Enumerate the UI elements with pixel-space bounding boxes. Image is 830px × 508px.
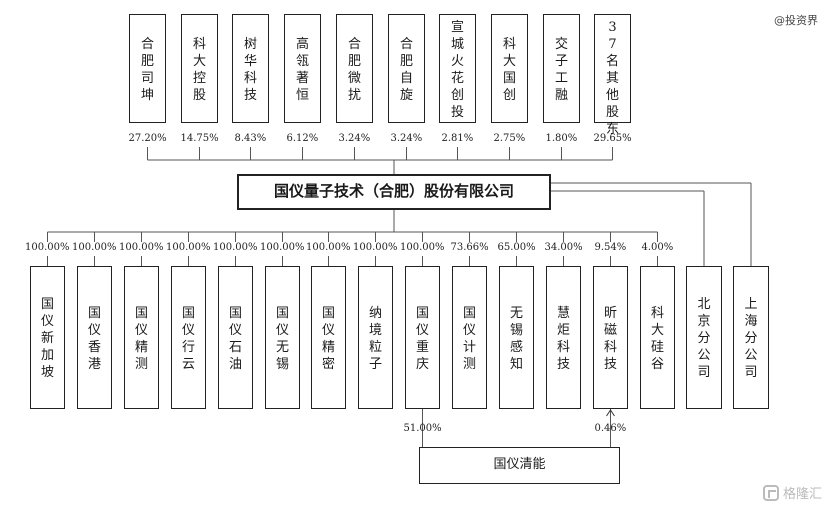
subsidiary-box: 国 仪 香 港 <box>77 266 112 409</box>
shareholder-percent: 8.43% <box>234 133 267 144</box>
shareholder-box: 高 瓴 著 恒 <box>284 14 321 123</box>
subsidiary-box: 国 仪 石 油 <box>218 266 253 409</box>
subsidiary-percent: 100.00% <box>25 242 70 253</box>
subsidiary-box: 慧 炬 科 技 <box>546 266 581 409</box>
shareholder-percent: 2.75% <box>493 133 526 144</box>
bottom-link-percent: 0.46% <box>594 423 627 434</box>
subsidiary-box: 昕 磁 科 技 <box>593 266 628 409</box>
subsidiary-name: 昕 磁 科 技 <box>603 305 617 372</box>
shareholder-box: 宣 城 火 花 创 投 <box>439 14 476 123</box>
shareholder-box: 科 大 控 股 <box>181 14 218 123</box>
branch-name: 上 海 分 公 司 <box>744 297 758 380</box>
subsidiary-name: 国 仪 新 加 坡 <box>40 297 54 380</box>
subsidiary-percent: 100.00% <box>72 242 117 253</box>
shareholder-percent: 2.81% <box>441 133 474 144</box>
subsidiary-percent: 100.00% <box>306 242 351 253</box>
subsidiary-box: 纳 境 粒 子 <box>358 266 393 409</box>
subsidiary-name: 国 仪 行 云 <box>181 305 195 372</box>
subsidiary-percent: 100.00% <box>400 242 445 253</box>
subsidiary-name: 慧 炬 科 技 <box>556 305 570 372</box>
bottom-link-percent: 51.00% <box>403 423 442 434</box>
shareholder-percent: 3.24% <box>338 133 371 144</box>
shareholder-box: 合 肥 微 扰 <box>336 14 373 123</box>
branch-box: 上 海 分 公 司 <box>733 266 769 409</box>
subsidiary-box: 国 仪 重 庆 <box>405 266 440 409</box>
shareholder-box: 科 大 国 创 <box>491 14 528 123</box>
subsidiary-name: 国 仪 香 港 <box>87 305 101 372</box>
subsidiary-box: 国 仪 行 云 <box>171 266 206 409</box>
shareholder-name: 交 子 工 融 <box>554 36 568 103</box>
shareholder-box: 树 华 科 技 <box>232 14 269 123</box>
subsidiary-name: 国 仪 无 锡 <box>275 305 289 372</box>
watermark-bottom-text: 格隆汇 <box>782 487 822 502</box>
subsidiary-percent: 100.00% <box>353 242 398 253</box>
shareholder-percent: 27.20% <box>128 133 167 144</box>
shareholder-name: 合 肥 自 旋 <box>399 36 413 103</box>
subsidiary-name: 科 大 硅 谷 <box>650 305 664 372</box>
branch-name: 北 京 分 公 司 <box>697 297 711 380</box>
shareholder-name: 树 华 科 技 <box>243 36 257 103</box>
watermark-logo-icon <box>762 484 779 501</box>
subsidiary-percent: 34.00% <box>544 242 583 253</box>
shareholder-box: 交 子 工 融 <box>543 14 580 123</box>
company-name: 国仪量子技术（合肥）股份有限公司 <box>273 182 514 200</box>
subsidiary-name: 国 仪 计 测 <box>462 305 476 372</box>
shareholder-name: 3 7 名 其 他 股 东 <box>605 20 619 137</box>
watermark-bottom: 格隆汇 <box>762 483 822 502</box>
subsidiary-box: 国 仪 精 测 <box>124 266 159 409</box>
bottom-entity-box: 国仪清能 <box>419 447 620 484</box>
subsidiary-name: 国 仪 重 庆 <box>415 305 429 372</box>
shareholder-name: 合 肥 微 扰 <box>347 36 361 103</box>
branch-box: 北 京 分 公 司 <box>686 266 722 409</box>
subsidiary-percent: 65.00% <box>497 242 536 253</box>
subsidiary-percent: 100.00% <box>260 242 305 253</box>
subsidiary-name: 国 仪 精 密 <box>321 305 335 372</box>
subsidiary-percent: 100.00% <box>166 242 211 253</box>
shareholder-percent: 14.75% <box>180 133 219 144</box>
shareholder-percent: 1.80% <box>545 133 578 144</box>
subsidiary-percent: 4.00% <box>641 242 674 253</box>
shareholder-percent: 3.24% <box>390 133 423 144</box>
shareholder-name: 科 大 国 创 <box>502 36 516 103</box>
shareholder-box: 合 肥 自 旋 <box>388 14 425 123</box>
subsidiary-name: 国 仪 精 测 <box>134 305 148 372</box>
subsidiary-name: 纳 境 粒 子 <box>368 305 382 372</box>
shareholder-name: 科 大 控 股 <box>192 36 206 103</box>
subsidiary-box: 无 锡 感 知 <box>499 266 534 409</box>
shareholder-percent: 6.12% <box>286 133 319 144</box>
subsidiary-box: 国 仪 精 密 <box>311 266 346 409</box>
subsidiary-percent: 73.66% <box>450 242 489 253</box>
subsidiary-name: 国 仪 石 油 <box>228 305 242 372</box>
shareholder-box: 3 7 名 其 他 股 东 <box>594 14 631 137</box>
arrow-up-icon <box>606 409 615 417</box>
shareholder-name: 高 瓴 著 恒 <box>295 36 309 103</box>
watermark-top: @投资界 <box>774 14 818 27</box>
subsidiary-percent: 100.00% <box>213 242 258 253</box>
shareholder-box: 合 肥 司 坤 <box>129 14 166 123</box>
subsidiary-name: 无 锡 感 知 <box>509 305 523 372</box>
shareholder-percent: 29.65% <box>593 133 632 144</box>
shareholder-name: 合 肥 司 坤 <box>140 36 154 103</box>
bottom-entity-name: 国仪清能 <box>493 457 546 472</box>
subsidiary-box: 科 大 硅 谷 <box>640 266 675 409</box>
subsidiary-box: 国 仪 无 锡 <box>265 266 300 409</box>
shareholder-name: 宣 城 火 花 创 投 <box>450 20 464 120</box>
company-box: 国仪量子技术（合肥）股份有限公司 <box>237 174 551 210</box>
subsidiary-box: 国 仪 计 测 <box>452 266 487 409</box>
subsidiary-box: 国 仪 新 加 坡 <box>30 266 65 409</box>
subsidiary-percent: 9.54% <box>594 242 627 253</box>
subsidiary-percent: 100.00% <box>119 242 164 253</box>
